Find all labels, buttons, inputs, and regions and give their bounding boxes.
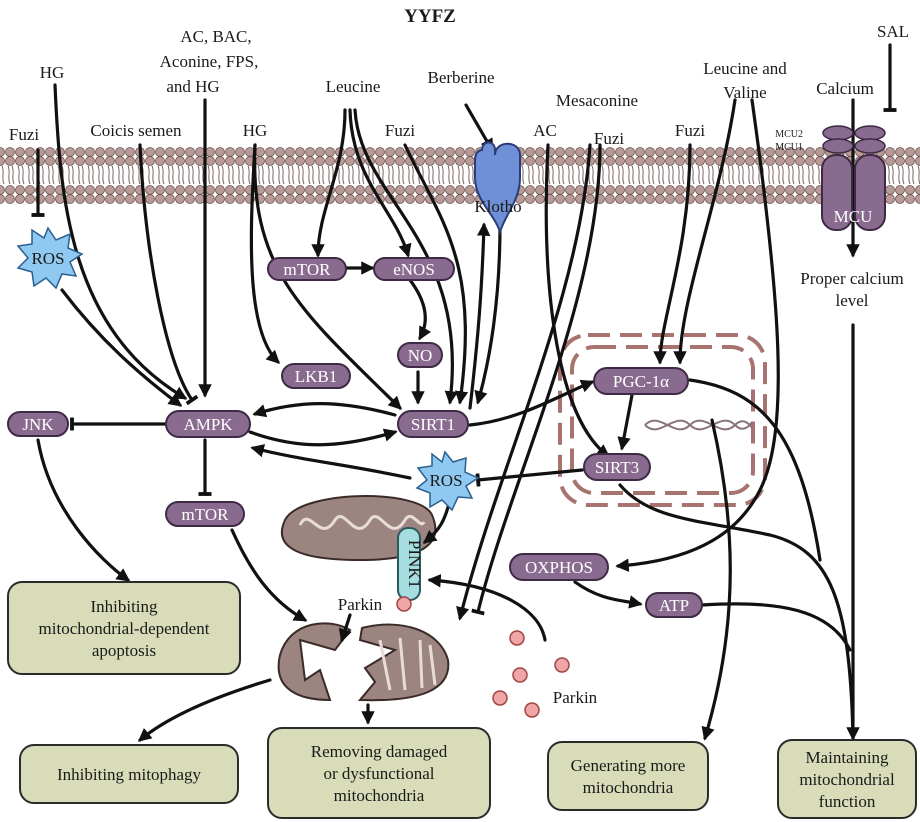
cell-membrane [0,147,920,204]
no-node: NO [397,342,443,368]
outcome-removing-damaged-line: or dysfunctional [324,764,435,783]
outcome-maintaining-function-line: mitochondrial [799,770,895,789]
enos-node: eNOS [373,257,455,281]
no-label: NO [408,346,433,365]
outcome-inhibiting-mitophagy: Inhibiting mitophagy [19,744,239,804]
ros-mid-label: ROS [429,471,462,490]
input-ac-group-2: Aconine, FPS, [160,52,259,71]
outcome-inhibiting-apoptosis: Inhibiting mitochondrial-dependent apoptos… [7,581,241,675]
mcu2-label: MCU2 [775,129,803,140]
input-mesaconine: Mesaconine [556,91,638,110]
outcome-removing-damaged-line: mitochondria [334,786,425,805]
input-coicis-semen: Coicis semen [90,121,182,140]
mcu-label: MCU [834,207,873,226]
outcome-generating-more-line: mitochondria [583,778,674,797]
mtor-top-label: mTOR [284,260,332,279]
lkb1-node: LKB1 [281,363,351,389]
jnk-node: JNK [7,411,69,437]
input-fuzi-mid: Fuzi [385,121,416,140]
mcu1-label: MCU1 [775,142,803,153]
enos-label: eNOS [393,260,435,279]
sirt3-node: SIRT3 [583,453,651,481]
sirt1-label: SIRT1 [411,415,455,434]
input-fuzi-left: Fuzi [9,125,40,144]
free-parkin-dots [492,630,570,718]
oxphos-node: OXPHOS [509,553,609,581]
ros-top-node: ROS [16,226,84,290]
mtor-top-node: mTOR [267,257,347,281]
input-hg-mid: HG [243,121,268,140]
ampk-node: AMPK [165,410,251,438]
pink1-protein: PINK1 [396,527,424,612]
pgc1a-label: PGC-1α [613,372,669,391]
outcome-inhibiting-mitophagy-line: Inhibiting mitophagy [57,765,202,784]
jnk-label: JNK [22,415,54,434]
atp-node: ATP [645,592,703,618]
input-ac-right: AC [533,121,557,140]
mcu-channel: MCU MCU2 MCU1 [775,125,886,231]
lkb1-label: LKB1 [295,367,338,386]
outcome-removing-damaged: Removing damaged or dysfunctional mitochon… [267,727,491,819]
outcome-generating-more: Generating more mitochondria [547,741,709,811]
sirt1-node: SIRT1 [397,410,469,438]
mtor-low-node: mTOR [165,501,245,527]
pgc1a-node: PGC-1α [593,367,689,395]
klotho-label: Klotho [474,197,521,216]
outcome-maintaining-function-line: function [819,792,876,811]
outcome-inhibiting-apoptosis-line: apoptosis [92,641,156,660]
outcome-generating-more-line: Generating more [571,756,686,775]
input-sal: SAL [877,22,909,41]
input-berberine: Berberine [427,68,494,87]
input-leucine: Leucine [326,77,381,96]
input-ac-group-3: and HG [166,77,219,96]
sirt3-label: SIRT3 [595,458,639,477]
outcome-maintaining-function: Maintaining mitochondrial function [777,739,917,819]
input-fuzi-right: Fuzi [594,129,625,148]
outcome-inhibiting-apoptosis-line: Inhibiting [90,597,158,616]
ampk-label: AMPK [183,415,233,434]
outcome-inhibiting-apoptosis-line: mitochondrial-dependent [39,619,210,638]
atp-label: ATP [659,596,689,615]
pink1-label: PINK1 [405,540,424,588]
input-hg-left: HG [40,63,65,82]
damaged-mitochondrion-icon [277,622,450,702]
mtor-low-label: mTOR [182,505,230,524]
oxphos-label: OXPHOS [525,558,593,577]
outcome-maintaining-function-line: Maintaining [805,748,889,767]
parkin-near-label: Parkin [338,595,383,614]
ros-top-label: ROS [31,249,64,268]
proper-calcium-label-2: level [835,291,868,310]
input-calcium: Calcium [816,79,874,98]
parkin-free-label: Parkin [553,688,598,707]
input-leucine-valine-1: Leucine and [703,59,787,78]
input-ac-group-1: AC, BAC, [180,27,251,46]
dna-helix-icon [644,419,753,431]
ros-mid-node: ROS [415,450,480,512]
proper-calcium-label-1: Proper calcium [800,269,903,288]
input-fuzi-far-right: Fuzi [675,121,706,140]
pathway-edges [38,43,890,742]
input-leucine-valine-2: Valine [723,83,766,102]
diagram-title: YYFZ [404,6,456,27]
outcome-removing-damaged-line: Removing damaged [311,742,448,761]
mitochondrion-icon [280,495,437,562]
klotho-receptor: Klotho [474,141,522,236]
